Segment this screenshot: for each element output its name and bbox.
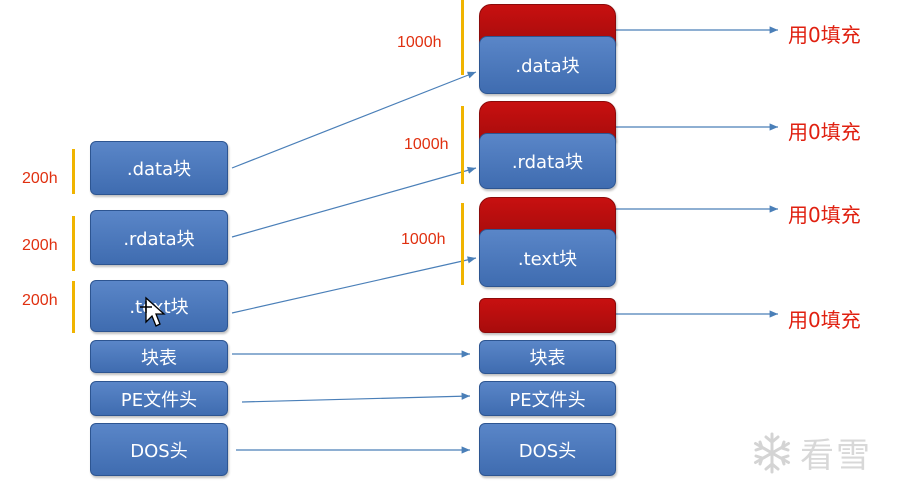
size-label-right-text: 1000h <box>401 231 446 248</box>
arrow-data <box>231 71 477 169</box>
left-rdata-block: .rdata块 <box>90 210 228 265</box>
size-label-left-text: 200h <box>22 292 58 309</box>
right-rdata-block: .rdata块 <box>479 133 616 189</box>
snowflake-icon <box>754 432 790 473</box>
brace-right-text <box>461 203 464 285</box>
size-label-right-data: 1000h <box>397 34 442 51</box>
fill-label-1: 用0填充 <box>788 23 861 47</box>
fill-label-2: 用0填充 <box>788 120 861 144</box>
left-pe-header: PE文件头 <box>90 381 228 416</box>
right-data-block: .data块 <box>479 36 616 94</box>
right-block-table: 块表 <box>479 340 616 374</box>
arrow-rdata <box>231 166 477 238</box>
brace-left-data <box>72 149 75 194</box>
arrow-text <box>231 256 477 314</box>
left-dos-header: DOS头 <box>90 423 228 476</box>
fill-label-3: 用0填充 <box>788 203 861 227</box>
mouse-cursor-icon <box>140 296 166 327</box>
left-data-block: .data块 <box>90 141 228 195</box>
right-text-block: .text块 <box>479 229 616 287</box>
brace-right-data <box>461 0 464 75</box>
arrow-pe-header <box>241 392 471 403</box>
right-rdata-section: .rdata块 <box>479 101 616 189</box>
right-text-section: .text块 <box>479 197 616 287</box>
fill-label-4: 用0填充 <box>788 308 861 332</box>
size-label-left-rdata: 200h <box>22 237 58 254</box>
size-label-right-rdata: 1000h <box>404 136 449 153</box>
right-dos-header: DOS头 <box>479 423 616 476</box>
brace-right-rdata <box>461 106 464 184</box>
size-label-left-data: 200h <box>22 170 58 187</box>
right-header-padding <box>479 298 616 333</box>
left-block-table: 块表 <box>90 340 228 373</box>
watermark-text: 看雪 <box>800 436 872 476</box>
watermark: 看雪 <box>750 428 872 477</box>
right-pe-header: PE文件头 <box>479 381 616 416</box>
brace-left-text <box>72 281 75 333</box>
brace-left-rdata <box>72 216 75 271</box>
right-data-section: .data块 <box>479 4 616 94</box>
